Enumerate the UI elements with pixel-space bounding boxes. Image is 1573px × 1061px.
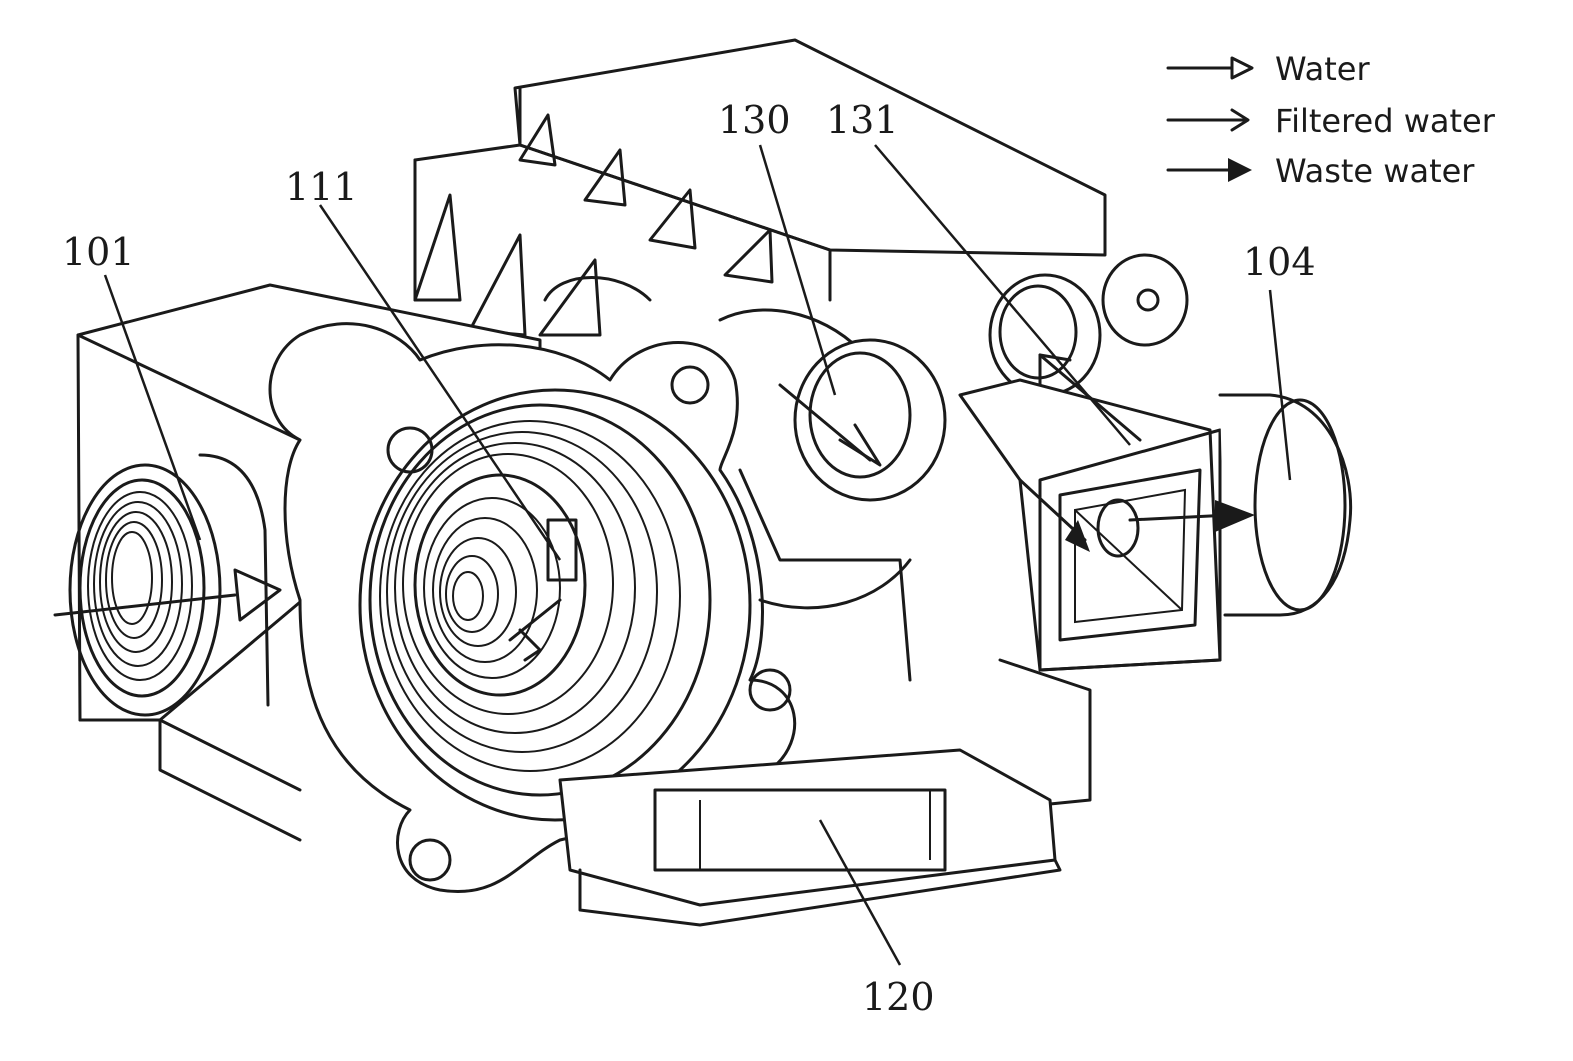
ref-111: 111	[285, 165, 358, 209]
legend-item-water: Water	[1168, 50, 1370, 88]
ref-131: 131	[826, 98, 899, 142]
open-arrow-icon	[1232, 58, 1252, 78]
upper-housing	[415, 40, 1105, 335]
ref-101: 101	[62, 230, 135, 274]
outlet-valve-block	[960, 380, 1351, 805]
svg-text:Waste water: Waste water	[1275, 152, 1475, 190]
ref-120: 120	[862, 975, 935, 1019]
filled-arrow-icon	[1228, 158, 1252, 182]
ref-104: 104	[1243, 240, 1316, 284]
legend-item-filtered-water: Filtered water	[1168, 102, 1496, 140]
legend: Water Filtered water Waste water	[1168, 50, 1496, 190]
svg-text:Water: Water	[1275, 50, 1370, 88]
legend-item-waste-water: Waste water	[1168, 152, 1475, 190]
ref-130: 130	[718, 98, 791, 142]
svg-text:Filtered water: Filtered water	[1275, 102, 1496, 140]
base-drain	[560, 750, 1060, 925]
